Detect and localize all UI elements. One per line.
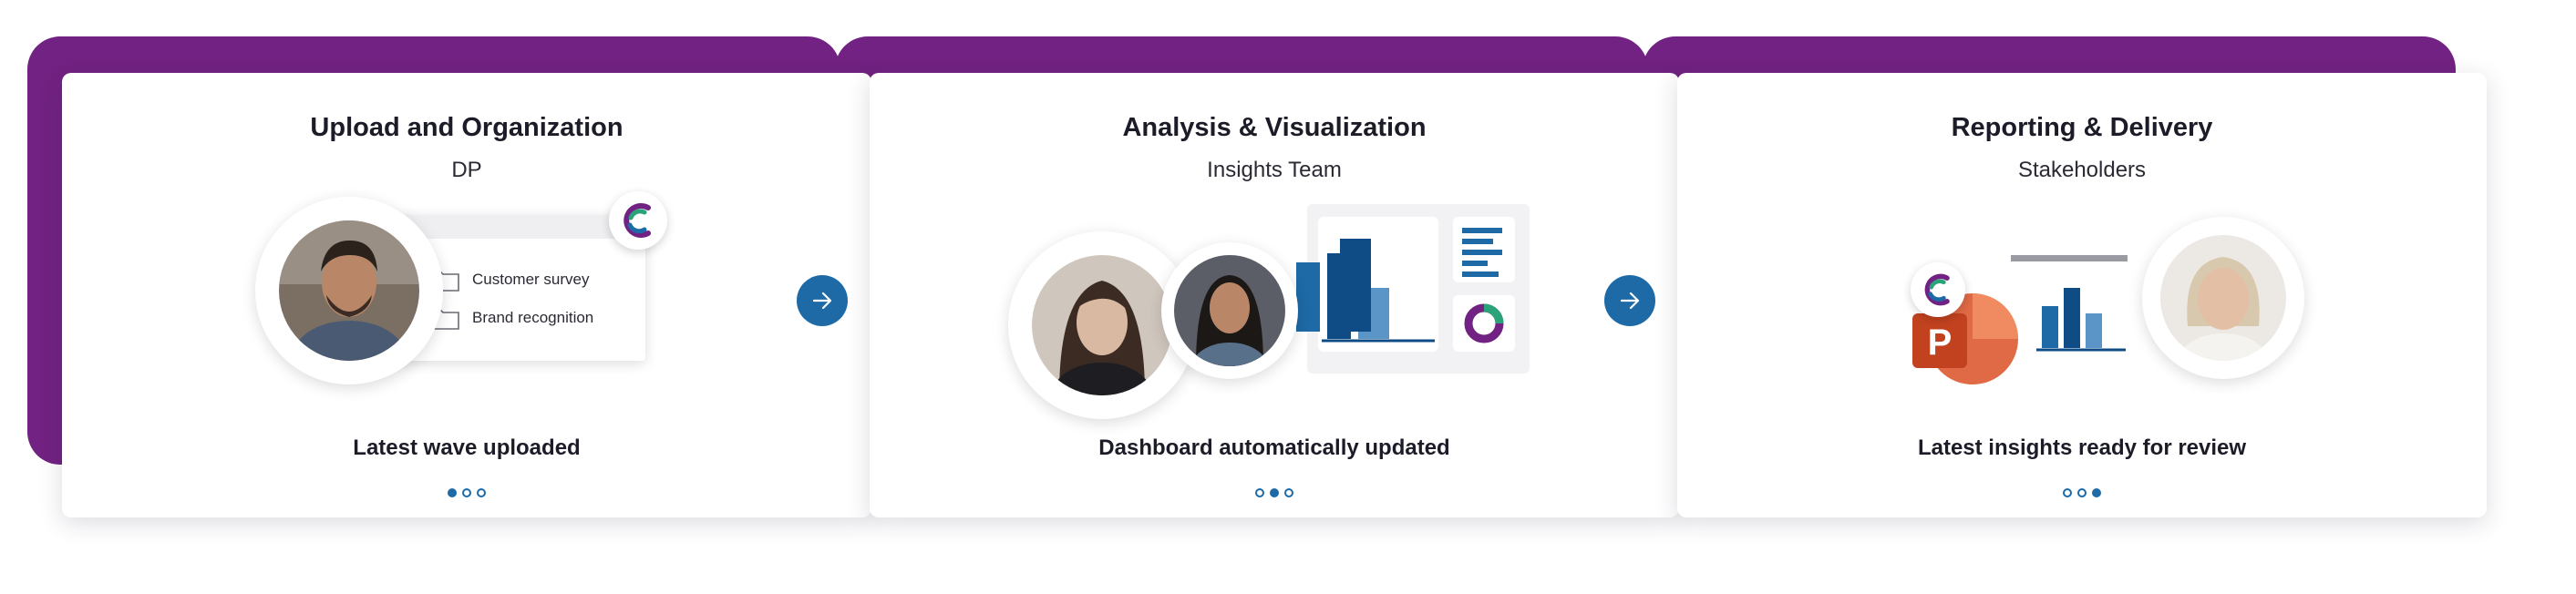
step-subtitle: Stakeholders xyxy=(2017,158,2147,182)
step-dot[interactable] xyxy=(2092,488,2101,497)
arrow-right-icon xyxy=(1620,292,1640,310)
report-title-bar xyxy=(2011,255,2128,261)
step-card-upload: Upload and Organization DP Customer surv… xyxy=(62,73,871,517)
dashboard-bar-chart xyxy=(1318,217,1438,352)
step-subtitle: Insights Team xyxy=(1207,158,1342,182)
step-title: Reporting & Delivery xyxy=(1951,113,2213,142)
arrow-right-icon xyxy=(812,292,832,310)
folder-list-panel: Customer survey Brand recognition xyxy=(396,215,645,361)
step-caption: Latest wave uploaded xyxy=(353,435,581,460)
step-indicator xyxy=(1677,488,2487,497)
avatar-analyst-1 xyxy=(1032,255,1172,395)
svg-text:P: P xyxy=(1928,323,1953,363)
folder-label: Customer survey xyxy=(472,271,590,288)
step-indicator xyxy=(870,488,1679,497)
avatar-analyst-2 xyxy=(1174,255,1285,366)
brand-logo-c-icon xyxy=(1911,262,1965,317)
folder-panel-header xyxy=(396,215,645,239)
next-step-button[interactable] xyxy=(1604,275,1655,326)
dashboard-panel xyxy=(1307,204,1530,374)
step-caption: Latest insights ready for review xyxy=(1917,435,2247,460)
step-title: Analysis & Visualization xyxy=(1122,113,1427,142)
folder-item[interactable]: Brand recognition xyxy=(430,306,593,330)
step-dot[interactable] xyxy=(2063,488,2072,497)
step-dot[interactable] xyxy=(1284,488,1293,497)
step-dot[interactable] xyxy=(477,488,486,497)
step-subtitle: DP xyxy=(451,158,482,182)
step-dot[interactable] xyxy=(462,488,471,497)
next-step-button[interactable] xyxy=(797,275,848,326)
step-card-reporting: Reporting & Delivery Stakeholders P xyxy=(1677,73,2487,517)
step-caption: Dashboard automatically updated xyxy=(1098,435,1450,460)
step-card-analysis: Analysis & Visualization Insights Team xyxy=(870,73,1679,517)
dashboard-donut-widget xyxy=(1453,295,1515,352)
bar-chart-left-bar xyxy=(1296,262,1320,332)
bar-chart-tall-bar xyxy=(1340,239,1371,332)
powerpoint-icon: P xyxy=(1912,286,2020,394)
folder-label: Brand recognition xyxy=(472,309,594,326)
step-indicator xyxy=(62,488,871,497)
step-dot[interactable] xyxy=(1270,488,1279,497)
step-dot[interactable] xyxy=(1255,488,1264,497)
step-dot[interactable] xyxy=(448,488,457,497)
dashboard-list-widget xyxy=(1453,217,1515,282)
step-title: Upload and Organization xyxy=(310,113,623,142)
folder-item[interactable]: Customer survey xyxy=(430,268,589,292)
step-dot[interactable] xyxy=(2077,488,2087,497)
brand-logo-c-icon xyxy=(609,191,667,250)
avatar-dp-user xyxy=(279,220,419,361)
avatar-stakeholder xyxy=(2160,235,2286,361)
report-bar-chart xyxy=(2036,288,2126,352)
